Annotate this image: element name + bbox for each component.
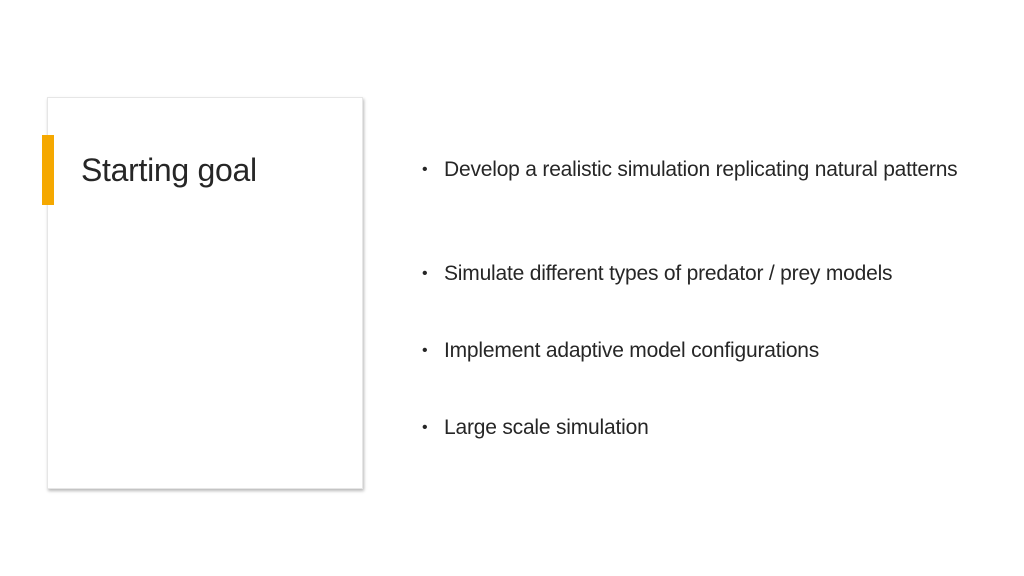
bullet-text: Implement adaptive model configurations (444, 339, 820, 362)
title-card (47, 97, 363, 489)
slide-title: Starting goal (81, 152, 257, 188)
bullet-marker: • (422, 265, 428, 282)
title-accent-bar (42, 135, 54, 205)
bullet-text: Develop a realistic simulation replicati… (444, 158, 958, 181)
bullet-text: Large scale simulation (444, 416, 649, 439)
bullet-marker: • (422, 161, 428, 178)
bullet-item: • Implement adaptive model configuration… (420, 337, 995, 365)
bullet-text: Simulate different types of predator / p… (444, 262, 893, 285)
bullet-item: • Simulate different types of predator /… (420, 260, 995, 288)
bullet-item: • Develop a realistic simulation replica… (420, 156, 995, 184)
bullet-marker: • (422, 342, 428, 359)
bullet-marker: • (422, 419, 428, 436)
bullet-item: • Large scale simulation (420, 414, 995, 442)
